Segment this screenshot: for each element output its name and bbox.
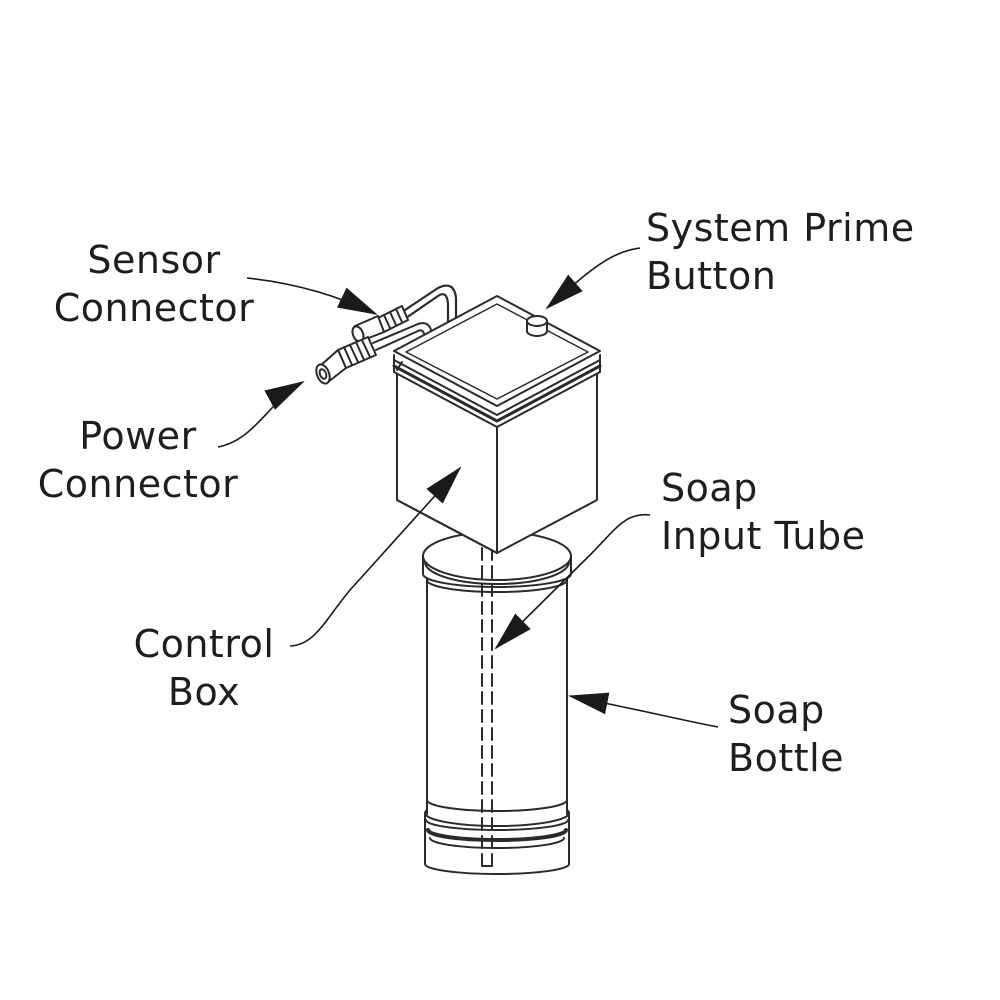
system-prime-button <box>526 315 548 337</box>
leader-soap-input-tube <box>494 513 651 650</box>
leader-sensor-connector <box>246 277 378 315</box>
label-system-prime-button-line1: System Prime <box>646 206 915 250</box>
label-control-box-line1: Control <box>133 622 275 666</box>
label-power-connector: Power Connector <box>32 412 244 508</box>
label-system-prime-button-line2: Button <box>646 254 777 298</box>
leader-soap-bottle <box>568 692 719 728</box>
soap-input-tube <box>481 547 493 867</box>
label-soap-bottle: Soap Bottle <box>728 686 928 782</box>
label-soap-input-tube-line2: Input Tube <box>661 514 866 558</box>
control-box <box>392 295 602 554</box>
label-sensor-connector: Sensor Connector <box>48 236 260 332</box>
label-control-box-line2: Box <box>167 670 241 714</box>
soap-bottle <box>422 531 572 875</box>
leader-power-connector <box>217 381 305 448</box>
label-sensor-connector-line2: Connector <box>53 286 255 330</box>
label-control-box: Control Box <box>126 620 282 716</box>
label-power-connector-line2: Connector <box>37 462 239 506</box>
label-soap-bottle-line1: Soap <box>728 688 825 732</box>
label-sensor-connector-line1: Sensor <box>87 238 221 282</box>
leader-control-box <box>289 466 462 647</box>
sensor-connector <box>351 305 409 343</box>
power-connector <box>315 336 377 385</box>
label-system-prime-button: System Prime Button <box>646 204 946 300</box>
label-soap-input-tube: Soap Input Tube <box>661 464 961 560</box>
leader-system-prime-button <box>545 247 641 310</box>
label-soap-bottle-line2: Bottle <box>728 736 845 780</box>
label-soap-input-tube-line1: Soap <box>661 466 758 510</box>
label-power-connector-line1: Power <box>79 414 197 458</box>
